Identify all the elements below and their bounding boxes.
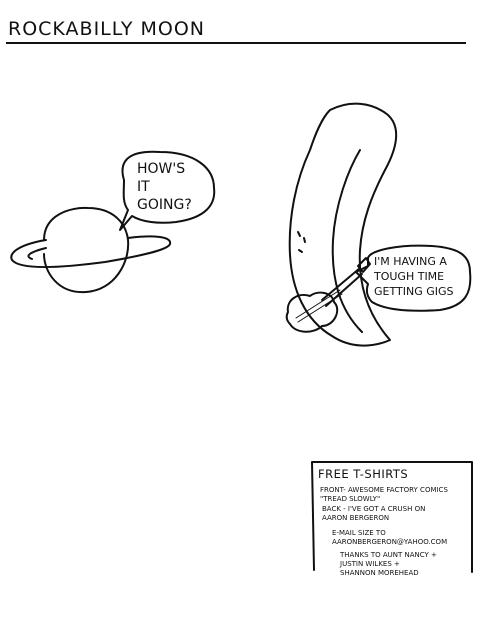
planet-speech-text: HOW'S IT GOING? [137, 161, 192, 213]
tshirt-back-text: BACK - I'VE GOT A CRUSH ON AARON BERGERO… [322, 505, 426, 522]
tshirt-thanks-text: THANKS TO AUNT NANCY + JUSTIN WILKES + S… [340, 551, 437, 577]
moon-crescent-icon [288, 102, 398, 347]
tshirt-info-box [311, 461, 473, 573]
moon-face-icon [297, 231, 306, 253]
tshirt-heading: FREE T-SHIRTS [318, 467, 409, 481]
title-underline [6, 42, 466, 44]
tshirt-front-text: FRONT- AWESOME FACTORY COMICS "Tread slo… [320, 486, 448, 503]
saturn-ring-icon [10, 235, 172, 268]
guitar-icon [285, 257, 371, 333]
moon-speech-bubble [355, 244, 472, 312]
moon-speech-text: I'M HAVING A TOUGH TIME GETTING GIGS [374, 255, 454, 298]
tshirt-email-text: E-MAIL SIZE TO AARONBERGERON@YAHOO.COM [332, 529, 448, 546]
saturn-planet-icon [43, 206, 130, 294]
comic-title: ROCKABILLY MOON [8, 18, 205, 40]
planet-speech-bubble [119, 150, 216, 231]
